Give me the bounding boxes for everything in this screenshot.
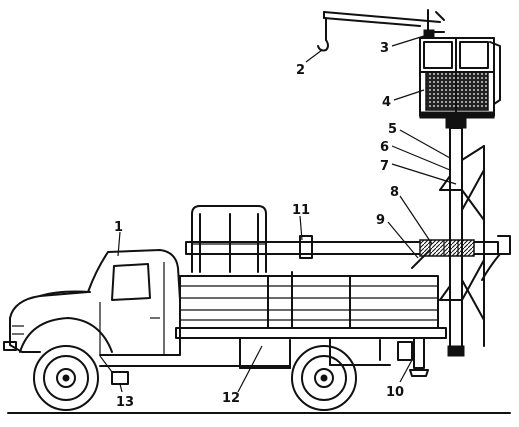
label-8: 8	[390, 185, 399, 200]
label-4: 4	[382, 95, 391, 110]
label-1: 1	[114, 220, 123, 235]
label-11: 11	[292, 203, 310, 218]
work-platform	[419, 37, 501, 119]
crane-jib	[323, 9, 445, 39]
undercarriage	[99, 355, 291, 385]
label-5: 5	[388, 122, 397, 137]
leader-lines	[117, 35, 457, 393]
label-13: 13	[116, 395, 134, 410]
label-6: 6	[380, 140, 389, 155]
label-12: 12	[222, 391, 240, 406]
truck-cab	[3, 249, 181, 356]
label-9: 9	[376, 213, 385, 228]
label-2: 2	[296, 63, 305, 78]
vertical-mast	[439, 117, 485, 357]
label-3: 3	[380, 41, 389, 56]
front-wheel	[33, 345, 99, 411]
cargo-bed	[175, 271, 447, 377]
stowed-cage	[191, 205, 267, 273]
rear-wheel	[291, 345, 357, 411]
label-7: 7	[380, 159, 389, 174]
label-10: 10	[386, 385, 404, 400]
hook	[317, 17, 329, 52]
